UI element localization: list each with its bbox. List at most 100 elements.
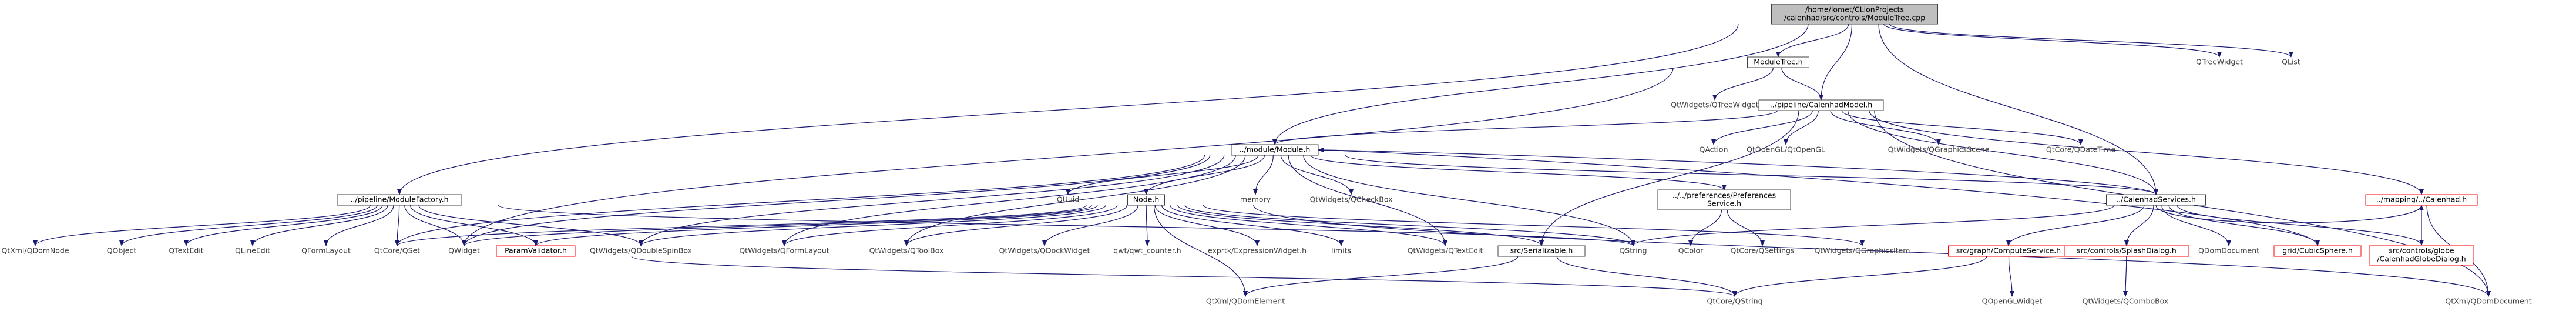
- edge-n6-n34: [1288, 155, 1447, 246]
- graph-node-moduletree-h[interactable]: ModuleTree.h: [1747, 56, 1809, 68]
- node-label: QList: [2282, 58, 2300, 66]
- graph-node-qwt-qwt-counter-h: qwt/qwt_counter.h: [1113, 246, 1181, 255]
- node-layer: /home/lomet/CLionProjects/calenhad/src/c…: [1, 4, 2532, 306]
- node-label: ../pipeline/CalenhadModel.h: [1770, 101, 1872, 109]
- node-label: QtWidgets/QFormLayout: [739, 246, 829, 255]
- graph-node-grid-cubicsphere-h[interactable]: grid/CubicSphere.h: [2273, 245, 2362, 257]
- graph-node-qtwidgets-qdockwidget: QtWidgets/QDockWidget: [999, 246, 1090, 255]
- node-label: QObject: [107, 246, 137, 255]
- edge-n1-n4: [1712, 67, 1774, 101]
- node-label: QLineEdit: [235, 246, 270, 255]
- node-label: /CalenhadGlobeDialog.h: [2377, 255, 2466, 263]
- graph-node-qtopengl-qtopengl: QtOpenGL/QtOpenGL: [1747, 145, 1825, 154]
- node-label: QtXml/QDomDocument: [2445, 297, 2531, 306]
- edge-n11-n27: [418, 205, 643, 246]
- node-box: [496, 245, 576, 257]
- graph-node-memory: memory: [1240, 195, 1271, 204]
- node-box: [2106, 194, 2206, 206]
- graph-node-qlist: QList: [2282, 58, 2300, 66]
- node-label: QFormLayout: [301, 246, 351, 255]
- graph-node-qtxml-qdomelement: QtXml/QDomElement: [1206, 297, 1285, 306]
- graph-node-qtreewidget: QTreeWidget: [2196, 58, 2243, 66]
- node-label: QTreeWidget: [2196, 58, 2243, 66]
- edge-n17-n42: [2161, 205, 2231, 246]
- edge-n6-n13: [1253, 155, 1274, 195]
- edge-n15-n31: [1144, 205, 1150, 246]
- graph-node-home-lomet-clionprojects-calenhad-src-controls-moduletree-cpp[interactable]: /home/lomet/CLionProjects/calenhad/src/c…: [1771, 4, 1938, 25]
- graph-node-module-module-h[interactable]: ../module/Module.h: [1231, 144, 1319, 156]
- node-box: [1497, 245, 1586, 257]
- edge-n15-n32: [1154, 205, 1260, 246]
- edge-n6-n27: [639, 155, 1225, 246]
- graph-node-qtwidgets-qtoolbox: QtWidgets/QToolBox: [869, 246, 944, 255]
- edge-n15-n29: [904, 205, 1127, 246]
- edge-n15-n33: [1161, 205, 1344, 246]
- graph-node-quuid: QUuid: [1057, 195, 1079, 204]
- edge-n17-n18: [2155, 205, 2424, 223]
- graph-node-qaction: QAction: [1700, 145, 1728, 154]
- graph-node-qtwidgets-qdoublespinbox: QtWidgets/QDoubleSpinBox: [590, 246, 692, 255]
- edge-n35-n45: [1243, 256, 1519, 297]
- edge-n0-n3: [1889, 24, 2293, 58]
- graph-node-pipeline-calenhadmodel-h[interactable]: ../pipeline/CalenhadModel.h: [1758, 99, 1884, 111]
- edge-n11-n21: [184, 205, 383, 246]
- edge-n1-n25: [462, 67, 1674, 246]
- edge-n6-n12: [1066, 155, 1259, 195]
- edge-n0-n17: [1878, 24, 2158, 195]
- edge-n17-n43: [2168, 205, 2320, 246]
- node-label: ../CalenhadServices.h: [2116, 195, 2196, 204]
- node-label: ../module/Module.h: [1240, 145, 1311, 154]
- node-label: QOpenGLWidget: [1982, 297, 2043, 306]
- edge-n5-n7: [1711, 110, 1813, 145]
- node-label: QtCore/QDateTime: [2046, 145, 2115, 154]
- graph-node-src-serializable-h[interactable]: src/Serializable.h: [1497, 245, 1586, 257]
- edge-n15-n30: [1042, 205, 1138, 246]
- node-label: QtCore/QSet: [374, 246, 420, 255]
- edge-n11-n25: [404, 205, 466, 246]
- node-label: QUuid: [1057, 195, 1079, 204]
- edge-n17-n36: [1631, 205, 2115, 246]
- edge-n35-n46: [1556, 256, 1737, 297]
- graph-node-mapping-calenhad-h[interactable]: ../mapping/../Calenhad.h: [2365, 194, 2478, 206]
- node-label: qwt/qwt_counter.h: [1113, 246, 1181, 255]
- graph-node-qtwidgets-qtextedit: QtWidgets/QTextEdit: [1408, 246, 1483, 255]
- graph-node-qlineedit: QLineEdit: [235, 246, 270, 255]
- node-label: QtWidgets/QGraphicsItem: [1815, 246, 1910, 255]
- edge-n43-n6: [1318, 148, 2318, 246]
- graph-node-calenhadservices-h[interactable]: ../CalenhadServices.h: [2106, 194, 2206, 206]
- graph-node-pipeline-modulefactory-h[interactable]: ../pipeline/ModuleFactory.h: [337, 194, 462, 206]
- graph-node-qtextedit: QTextEdit: [169, 246, 203, 255]
- node-label: QColor: [1678, 246, 1704, 255]
- graph-node-qtwidgets-qtreewidget: QtWidgets/QTreeWidget: [1671, 101, 1758, 109]
- edge-n5-n35: [1539, 110, 1799, 246]
- edge-n15-n37: [1203, 205, 1865, 246]
- graph-node-src-controls-splashdialog-h[interactable]: src/controls/SplashDialog.h: [2064, 245, 2189, 257]
- node-label: QtWidgets/QDoubleSpinBox: [590, 246, 692, 255]
- edge-n0-n11: [397, 24, 1739, 195]
- graph-node-node-h[interactable]: Node.h: [1127, 194, 1165, 206]
- node-box: [1231, 144, 1319, 156]
- graph-node-qtwidgets-qgraphicsitem: QtWidgets/QGraphicsItem: [1815, 246, 1910, 255]
- node-box: [1657, 189, 1791, 210]
- edge-n15-n49: [1253, 205, 2491, 297]
- graph-node-qtcore-qset: QtCore/QSet: [374, 246, 420, 255]
- edge-n6-n16: [1310, 155, 1727, 190]
- node-label: /home/lomet/CLionProjects: [1805, 5, 1904, 14]
- node-label: QAction: [1700, 145, 1728, 154]
- node-label: QtWidgets/QDockWidget: [999, 246, 1090, 255]
- edge-n0-n2: [1883, 24, 2222, 58]
- graph-node-paramvalidator-h[interactable]: ParamValidator.h: [496, 245, 576, 257]
- node-label: exprtk/ExpressionWidget.h: [1208, 246, 1307, 255]
- edge-n16-n38: [1688, 209, 1722, 246]
- node-label: ModuleTree.h: [1754, 58, 1802, 66]
- node-label: QDomDocument: [2198, 246, 2259, 255]
- graph-node-qtcore-qdatetime: QtCore/QDateTime: [2046, 145, 2115, 154]
- node-label: limits: [1331, 246, 1351, 255]
- graph-node-src-controls-globe-calenhadglobedialog-h[interactable]: src/controls/globe/CalenhadGlobeDialog.h: [2369, 245, 2474, 266]
- node-box: [1747, 56, 1809, 68]
- graph-node-qopenglwidget: QOpenGLWidget: [1982, 297, 2043, 306]
- graph-node-src-graph-computeservice-h[interactable]: src/graph/ComputeService.h: [1948, 245, 2069, 257]
- edge-n11-n26: [409, 205, 538, 246]
- edge-n15-n27: [639, 205, 1106, 246]
